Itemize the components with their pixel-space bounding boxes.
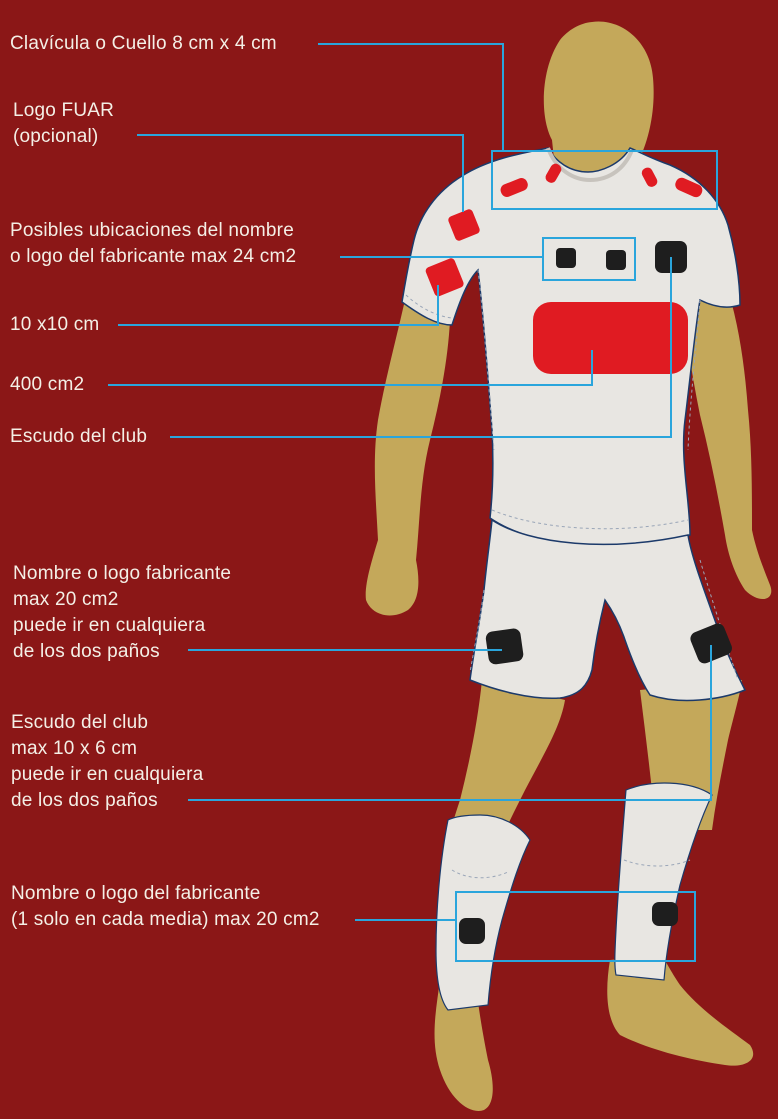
fuar-logo-label: Logo FUAR (opcional) <box>13 100 115 147</box>
club-crest-label: Escudo del club <box>10 426 148 447</box>
crest-leader <box>170 257 672 438</box>
fuar-leader <box>137 134 464 212</box>
sock-badge-left <box>459 918 485 944</box>
manufacturer-badges <box>459 241 732 944</box>
sponsor-patches <box>425 163 703 374</box>
highlight-boxes <box>455 150 718 962</box>
player-silhouette <box>365 21 772 1111</box>
sleeve-leader <box>118 285 439 326</box>
sock-badge-right <box>652 902 678 926</box>
socks-maker-label: Nombre o logo del fabricante (1 solo en … <box>11 883 320 930</box>
collar-patch-left-outer <box>500 178 528 197</box>
collar-patch-right-outer <box>675 177 703 198</box>
shorts <box>469 518 747 702</box>
shorts-maker-label: Nombre o logo fabricante max 20 cm2 pued… <box>13 563 232 662</box>
chest-maker-badge-1 <box>556 248 576 268</box>
shorts-crest-badge <box>690 623 732 664</box>
collar-patch-left-inner <box>545 163 562 183</box>
socks-box <box>455 891 696 962</box>
maker-locations-label: Posibles ubicaciones del nombre o logo d… <box>10 220 297 267</box>
shorts-crest-label: Escudo del club max 10 x 6 cm puede ir e… <box>11 712 204 811</box>
chest-leader <box>108 350 593 386</box>
shorts-maker-badge <box>485 628 524 665</box>
fuar-logo-patch <box>448 209 480 241</box>
leader-lines <box>108 43 712 921</box>
collar-box <box>491 150 718 210</box>
chest-maker-box <box>542 237 636 281</box>
chest-size-label: 400 cm2 <box>10 374 85 395</box>
sleeve-patch <box>425 258 464 297</box>
clavicle-leader <box>318 43 504 151</box>
chest-maker-badge-2 <box>606 250 626 270</box>
clavicle-label: Clavícula o Cuello 8 cm x 4 cm <box>10 33 277 54</box>
sleeve-size-label: 10 x10 cm <box>10 314 100 335</box>
shorts-crest-leader <box>188 645 712 801</box>
collar-patch-right-inner <box>641 167 658 187</box>
chest-sponsor-patch <box>533 302 688 374</box>
